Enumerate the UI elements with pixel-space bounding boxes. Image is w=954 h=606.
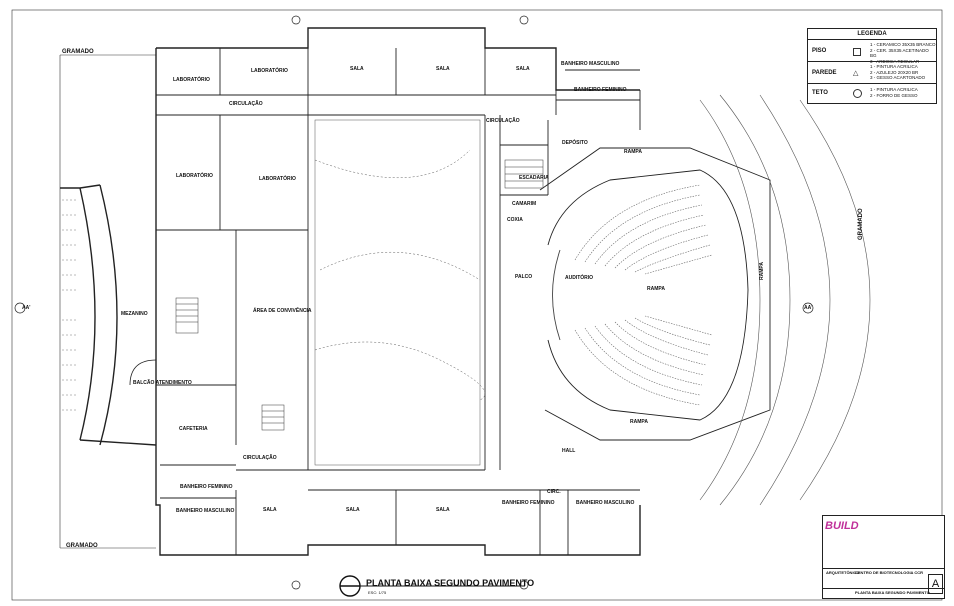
title-block-project: CENTRO DE BIOTECNOLOGIA CCR [855, 570, 924, 575]
lab-label-2: LABORATÓRIO [251, 68, 288, 74]
section-mark-left: AA' [22, 305, 31, 311]
banheiro-masc-bottom-left: BANHEIRO MASCULINO [176, 508, 235, 514]
legend-parede-item-1: 1 - PINTURA ACRILICA [870, 64, 918, 69]
stairs [175, 159, 544, 431]
deposito-label: DEPÓSITO [562, 140, 588, 146]
square-icon [853, 48, 861, 56]
area-convivencia-label: ÁREA DE CONVIVÊNCIA [253, 308, 312, 314]
court-area [314, 119, 486, 466]
circ-label: CIRC. [547, 489, 561, 495]
gramado-label-right: GRAMADO [858, 208, 864, 240]
drawing-title: PLANTA BAIXA SEGUNDO PAVIMENTO [366, 578, 535, 588]
banheiro-fem-top: BANHEIRO FEMININO [574, 87, 627, 93]
compass-markers [14, 15, 814, 590]
circulacao-label-3: CIRCULAÇÃO [243, 455, 277, 461]
cafeteria-label: CAFETERIA [179, 426, 208, 432]
legend-row-teto: TETO 1 - PINTURA ACRILICA 2 - FORRO DE G… [808, 83, 936, 103]
legend-teto-item-2: 2 - FORRO DE GESSO [870, 92, 918, 98]
legend-row-piso: PISO 1 - CERAMICO 35X35 BRANCO 2 - CER. … [808, 39, 936, 64]
palco-label: PALCO [515, 274, 533, 280]
banheiro-masc-bottom-right: BANHEIRO MASCULINO [576, 500, 635, 506]
lab-label-1: LABORATÓRIO [173, 77, 210, 83]
sala-label-6: SALA [436, 507, 450, 513]
sala-label-2: SALA [436, 66, 450, 72]
legend-parede-item-2: 2 - AZULEJO 20X20 BR [870, 69, 919, 75]
section-mark-right: AA' [804, 305, 813, 311]
auditorium-seat-rows [574, 184, 713, 406]
auditorium [539, 147, 771, 441]
legend-piso-item-2: 2 - CER. 35X35 ACETINADO BG [870, 47, 929, 59]
build-logo: BUILD [825, 520, 859, 532]
exterior-arcs [699, 94, 871, 506]
escadaria-label: ESCADARIA [519, 175, 549, 181]
coxia-label: COXIA [507, 217, 523, 223]
gramado-label-bottom: GRAMADO [66, 543, 98, 549]
legend-piso-label: PISO [812, 48, 827, 54]
gramado-label-top: GRAMADO [62, 49, 94, 55]
legend-parede-item-3: 3 - GESSO ACARTONADO [870, 75, 926, 80]
sala-label-4: SALA [263, 507, 277, 513]
legend-box: LEGENDA PISO 1 - CERAMICO 35X35 BRANCO 2… [807, 28, 937, 104]
banheiro-masc-top: BANHEIRO MASCULINO [561, 61, 620, 67]
rampa-label-right: RAMPA [759, 262, 765, 280]
legend-title: LEGENDA [857, 31, 887, 37]
balcao-label: BALCÃO ATENDIMENTO [133, 380, 192, 386]
legend-teto-item-1: 1 - PINTURA ACRILICA [870, 87, 918, 92]
exterior-walls [60, 27, 641, 556]
title-circle [339, 575, 525, 597]
sala-label-1: SALA [350, 66, 364, 72]
legend-row-parede: PAREDE △ 1 - PINTURA ACRILICA 2 - AZULEJ… [808, 61, 936, 84]
rampa-label-mid: RAMPA [647, 286, 665, 292]
sala-label-3: SALA [516, 66, 530, 72]
legend-piso-item-1: 1 - CERAMICO 35X35 BRANCO [870, 42, 936, 47]
title-block: BUILD ARQUITETÔNICO CENTRO DE BIOTECNOLO… [822, 515, 945, 599]
circulacao-label-2: CIRCULAÇÃO [486, 118, 520, 124]
circle-icon [853, 89, 862, 98]
rampa-label-top: RAMPA [624, 149, 642, 155]
auditorio-label: AUDITÓRIO [565, 275, 594, 281]
camarim-label: CAMARIM [512, 201, 537, 207]
balcony-arc [129, 359, 157, 386]
triangle-icon: △ [853, 70, 859, 77]
interior-walls [156, 48, 641, 555]
legend-parede-label: PAREDE [812, 70, 837, 76]
rampa-label-bottom: RAMPA [630, 419, 648, 425]
banheiro-fem-bottom-right: BANHEIRO FEMININO [502, 500, 555, 506]
mezzanine-seating [62, 199, 78, 411]
title-block-discipline: ARQUITETÔNICO [826, 570, 860, 575]
hall-label: HALL [562, 448, 576, 454]
banheiro-fem-bottom-left: BANHEIRO FEMININO [180, 484, 233, 490]
lab-label-4: LABORATÓRIO [259, 176, 296, 182]
circulacao-label-1: CIRCULAÇÃO [229, 101, 263, 107]
drawing-scale: ESC: 1/75 [368, 590, 387, 595]
lab-label-3: LABORATÓRIO [176, 173, 213, 179]
site-outline [11, 9, 943, 601]
sala-label-5: SALA [346, 507, 360, 513]
legend-teto-label: TETO [812, 90, 828, 96]
title-block-sheet-name: PLANTA BAIXA SEGUNDO PAVIMENTO [855, 590, 930, 595]
sheet-letter: A [928, 574, 943, 594]
mezanino-label: MEZANINO [121, 311, 148, 317]
